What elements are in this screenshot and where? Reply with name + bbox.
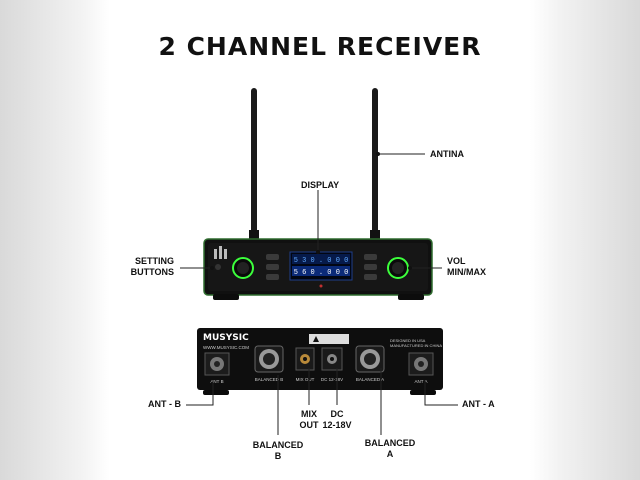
display-channel-a: 5 3 0 . 0 0 0: [294, 257, 349, 265]
volume-knob-left-icon: [232, 257, 254, 279]
xlr-connector-a-icon: [355, 345, 385, 373]
label-vol-line-2: MIN/MAX: [447, 267, 486, 277]
rear-port-bal-b: BALANCED B: [255, 377, 284, 382]
leader-dots: [210, 152, 412, 270]
xlr-connector-b-icon: [254, 345, 284, 373]
label-dc-line-1: DC: [330, 409, 344, 419]
label-bal-b-line-2: B: [274, 451, 282, 461]
audio-jack-icon: [295, 347, 315, 371]
label-antina: ANTINA: [430, 149, 464, 159]
label-setting-line-1: SETTING: [134, 256, 174, 266]
page-title: 2 CHANNEL RECEIVER: [158, 32, 482, 61]
rear-port-ant-a: ANT A: [415, 379, 428, 384]
label-display: DISPLAY: [301, 180, 340, 190]
label-bal-a-line-2: A: [386, 449, 394, 459]
rear-port-bal-a: BALANCED A: [356, 377, 384, 382]
rear-brand-logo: MUSYSIC: [203, 333, 249, 343]
label-mix-line-1: MIX: [300, 409, 317, 419]
rear-url: WWW.MUSYSIC.COM: [203, 345, 249, 350]
rear-port-dc: DC 12-18V: [321, 377, 343, 382]
label-mix-line-2: OUT: [299, 420, 319, 430]
receiver-front-panel: [203, 238, 433, 300]
label-mix-out: MIX OUT: [297, 409, 321, 431]
volume-knob-right-icon: [387, 257, 409, 279]
display-channel-b: 5 6 0 . 0 0 0: [294, 269, 349, 277]
label-setting-buttons: SETTING BUTTONS: [130, 256, 174, 278]
rear-design-line-1: DESIGNED IN USA: [390, 338, 426, 343]
label-bal-b-line-1: BALANCED: [252, 440, 304, 450]
antenna-left: [249, 88, 259, 242]
label-bal-a-line-1: BALANCED: [364, 438, 416, 448]
bnc-connector-a-icon: [408, 352, 434, 376]
label-ant-a: ANT - A: [462, 399, 495, 409]
rear-design-line-2: MANUFACTURED IN CHINA: [390, 343, 442, 348]
rear-port-mix: MIX OUT: [296, 377, 315, 382]
label-balanced-a: BALANCED A: [364, 438, 416, 460]
label-dc: DC 12-18V: [318, 409, 356, 431]
bnc-connector-b-icon: [204, 352, 230, 376]
leader-lines: [180, 153, 458, 435]
label-vol-line-1: VOL: [447, 256, 466, 266]
rear-port-ant-b: ANT B: [210, 379, 223, 384]
label-setting-line-2: BUTTONS: [130, 267, 174, 277]
dc-jack-icon: [321, 347, 343, 371]
label-balanced-b: BALANCED B: [252, 440, 304, 462]
label-dc-line-2: 12-18V: [322, 420, 352, 430]
label-ant-b: ANT - B: [148, 399, 181, 409]
label-vol: VOL MIN/MAX: [447, 256, 486, 278]
antenna-right: [370, 88, 380, 242]
